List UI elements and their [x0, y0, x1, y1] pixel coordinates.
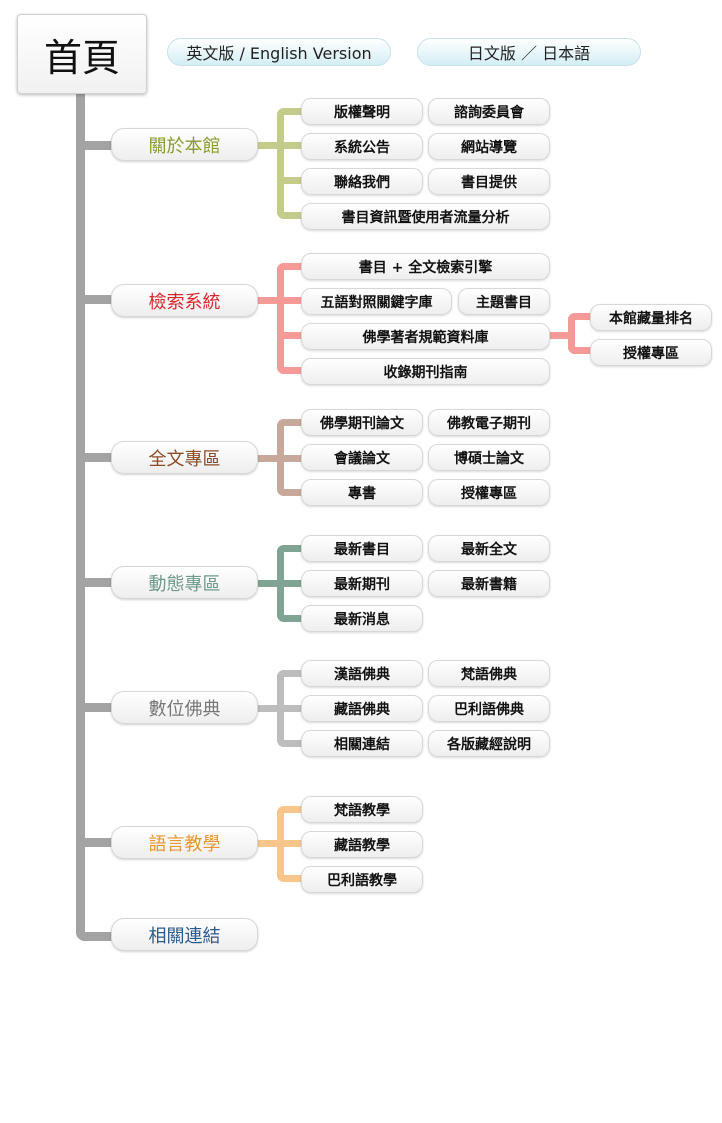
- search-sub-bracket: [568, 313, 575, 354]
- search-tick: [277, 367, 303, 374]
- item-chinese-canon[interactable]: 漢語佛典: [301, 660, 423, 687]
- item-sanskrit-teaching[interactable]: 梵語教學: [301, 796, 423, 823]
- item-authorization-zone-search[interactable]: 授權專區: [590, 339, 712, 366]
- item-copyright[interactable]: 版權聲明: [301, 98, 423, 125]
- trunk-branch-language: [84, 838, 114, 847]
- search-tick: [277, 297, 303, 304]
- category-related-links[interactable]: 相關連結: [111, 918, 258, 951]
- english-version-button[interactable]: 英文版 / English Version: [167, 38, 391, 66]
- category-digital-canon[interactable]: 數位佛典: [111, 691, 258, 724]
- category-fulltext[interactable]: 全文專區: [111, 441, 258, 474]
- item-pali-canon[interactable]: 巴利語佛典: [428, 695, 550, 722]
- item-tibetan-canon[interactable]: 藏語佛典: [301, 695, 423, 722]
- category-about[interactable]: 關於本館: [111, 128, 258, 161]
- news-tick: [277, 580, 303, 587]
- item-buddhist-journal-papers[interactable]: 佛學期刊論文: [301, 409, 423, 436]
- language-tick: [277, 806, 303, 813]
- language-tick: [277, 840, 303, 847]
- about-tick: [277, 177, 303, 184]
- item-contact-us[interactable]: 聯絡我們: [301, 168, 423, 195]
- item-theses[interactable]: 博碩士論文: [428, 444, 550, 471]
- category-search[interactable]: 檢索系統: [111, 284, 258, 317]
- digital-tick: [277, 670, 303, 677]
- item-five-language-keywords[interactable]: 五語對照關鍵字庫: [301, 288, 452, 315]
- trunk-branch-search: [84, 295, 114, 304]
- trunk-branch-fulltext: [84, 453, 114, 462]
- item-latest-books[interactable]: 最新書籍: [428, 570, 550, 597]
- search-connector: [257, 297, 279, 304]
- trunk-branch-about: [84, 141, 114, 150]
- item-pali-teaching[interactable]: 巴利語教學: [301, 866, 423, 893]
- item-system-announcement[interactable]: 系統公告: [301, 133, 423, 160]
- item-collection-ranking[interactable]: 本館藏量排名: [590, 304, 712, 331]
- search-tick: [277, 332, 303, 339]
- news-connector: [257, 580, 279, 587]
- search-sub-tick: [568, 313, 592, 320]
- item-authorization-zone[interactable]: 授權專區: [428, 479, 550, 506]
- fulltext-connector: [257, 455, 279, 462]
- item-sanskrit-canon[interactable]: 梵語佛典: [428, 660, 550, 687]
- digital-tick: [277, 705, 303, 712]
- news-tick: [277, 615, 303, 622]
- about-connector: [257, 142, 279, 149]
- home-box[interactable]: 首頁: [17, 14, 147, 94]
- news-tick: [277, 545, 303, 552]
- digital-tick: [277, 740, 303, 747]
- item-buddhist-ejournals[interactable]: 佛教電子期刊: [428, 409, 550, 436]
- item-journal-guide[interactable]: 收錄期刊指南: [301, 358, 550, 385]
- item-latest-journals[interactable]: 最新期刊: [301, 570, 423, 597]
- japanese-version-button[interactable]: 日文版 ／ 日本語: [417, 38, 641, 66]
- item-subject-bibliography[interactable]: 主題書目: [458, 288, 550, 315]
- about-tick: [277, 212, 303, 219]
- item-latest-news[interactable]: 最新消息: [301, 605, 423, 632]
- item-site-guide[interactable]: 網站導覽: [428, 133, 550, 160]
- item-latest-bibliography[interactable]: 最新書目: [301, 535, 423, 562]
- category-news[interactable]: 動態專區: [111, 566, 258, 599]
- item-fulltext-search-engine[interactable]: 書目 + 全文檢索引擎: [301, 253, 550, 280]
- main-trunk-foot: [76, 932, 116, 941]
- language-connector: [257, 840, 279, 847]
- main-trunk-line: [76, 94, 85, 941]
- digital-connector: [257, 705, 279, 712]
- item-monographs[interactable]: 專書: [301, 479, 423, 506]
- category-language-teaching[interactable]: 語言教學: [111, 826, 258, 859]
- about-tick: [277, 142, 303, 149]
- item-conference-papers[interactable]: 會議論文: [301, 444, 423, 471]
- trunk-branch-news: [84, 578, 114, 587]
- search-sub-tick: [568, 347, 592, 354]
- item-traffic-analysis[interactable]: 書目資訊暨使用者流量分析: [301, 203, 550, 230]
- fulltext-tick: [277, 489, 303, 496]
- search-tick: [277, 263, 303, 270]
- item-tibetan-teaching[interactable]: 藏語教學: [301, 831, 423, 858]
- item-author-authority-db[interactable]: 佛學著者規範資料庫: [301, 323, 550, 350]
- language-tick: [277, 875, 303, 882]
- trunk-branch-digital: [84, 703, 114, 712]
- about-bracket: [277, 108, 284, 219]
- about-tick: [277, 108, 303, 115]
- item-provide-bibliography[interactable]: 書目提供: [428, 168, 550, 195]
- search-sub-connector: [549, 332, 571, 339]
- item-advisory-committee[interactable]: 諮詢委員會: [428, 98, 550, 125]
- fulltext-tick: [277, 419, 303, 426]
- fulltext-tick: [277, 455, 303, 462]
- search-bracket: [277, 263, 284, 374]
- item-related-links[interactable]: 相關連結: [301, 730, 423, 757]
- item-canon-editions[interactable]: 各版藏經說明: [428, 730, 550, 757]
- item-latest-fulltext[interactable]: 最新全文: [428, 535, 550, 562]
